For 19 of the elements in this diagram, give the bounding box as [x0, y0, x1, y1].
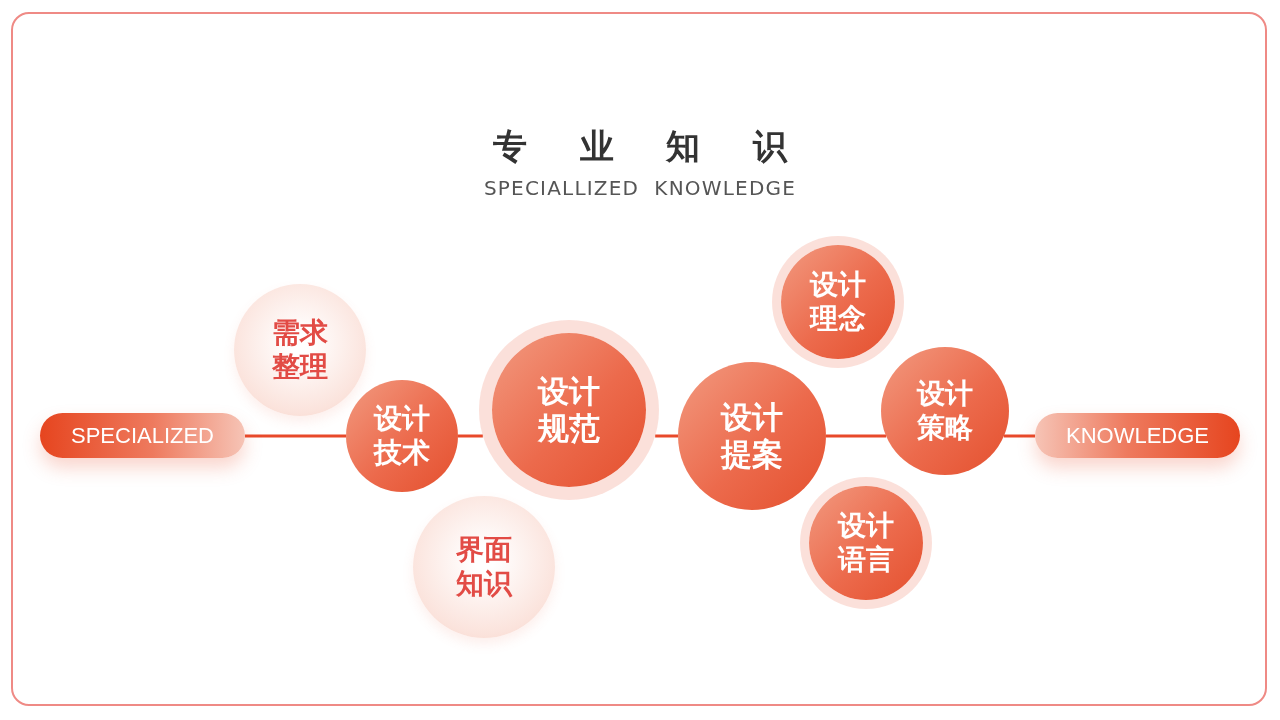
node-label: 设计策略: [916, 377, 974, 445]
node-label: 设计技术: [373, 402, 431, 470]
title: 专业知识: [491, 125, 841, 168]
pill-node: [40, 413, 245, 458]
node-label: 界面知识: [455, 533, 513, 601]
node-label: 需求整理: [271, 316, 329, 384]
connector-line: [458, 434, 483, 438]
node-label: 设计提案: [720, 398, 784, 474]
node-label: 设计理念: [809, 268, 867, 336]
node-label: SPECIALIZED: [70, 422, 214, 449]
connector-line: [245, 434, 346, 438]
connector-line: [655, 434, 678, 438]
node-label: 设计规范: [537, 372, 601, 448]
pill-node: [1035, 413, 1240, 458]
connector-line: [1003, 434, 1035, 438]
subtitle: SPECIALLIZED KNOWLEDGE: [483, 176, 797, 200]
node-label: KNOWLEDGE: [1066, 422, 1209, 449]
connector-line: [826, 434, 887, 438]
node-label: 设计语言: [837, 509, 895, 577]
